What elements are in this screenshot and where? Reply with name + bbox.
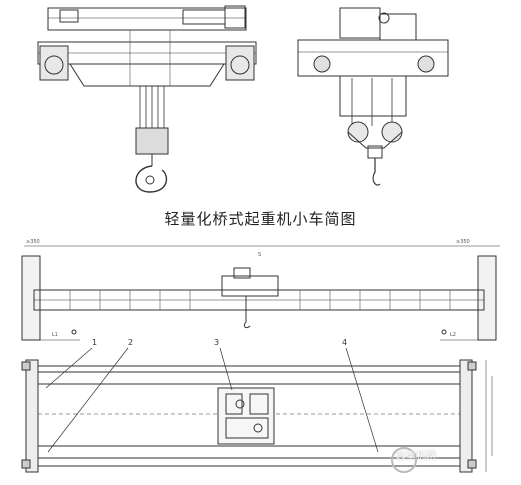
left-column <box>21 255 41 341</box>
hook-block <box>135 127 169 155</box>
dim-right-bottom: L2 <box>450 332 456 338</box>
end-carriage-left <box>25 359 39 473</box>
trolley-body <box>69 63 225 87</box>
crane-plan-view <box>21 359 493 473</box>
elevation-trolley <box>221 275 279 297</box>
trolley-motor <box>182 9 226 25</box>
trolley-top-frame <box>47 7 247 31</box>
end-carriage-right <box>459 359 473 473</box>
callouts: 1 2 3 4 <box>45 338 379 453</box>
dim-span: S <box>258 252 261 258</box>
end-sheave-left <box>347 121 369 143</box>
plan-trolley <box>217 387 275 445</box>
dim-left-bottom: L1 <box>52 332 58 338</box>
watermark-text: 起重机网 <box>396 451 436 462</box>
figure-caption: 轻量化桥式起重机小车简图 <box>164 210 357 228</box>
callout-3: 3 <box>214 338 219 347</box>
trolley-end-view <box>297 7 449 186</box>
end-view-ropes <box>351 78 393 126</box>
callout-1: 1 <box>92 338 97 347</box>
end-right-wheel <box>417 55 435 73</box>
dim-left-top: ≥350 <box>26 239 40 245</box>
callout-4: 4 <box>342 338 347 347</box>
plan-girder-upper <box>33 371 465 385</box>
end-left-wheel <box>313 55 331 73</box>
dim-right-top: ≥350 <box>456 239 470 245</box>
callout-2: 2 <box>128 338 133 347</box>
girder-stiffeners <box>69 290 451 310</box>
end-sheave-right <box>381 121 403 143</box>
hook <box>135 165 168 193</box>
end-view-cabinet <box>339 7 381 39</box>
end-hook <box>372 158 381 186</box>
right-column <box>477 255 497 341</box>
left-wheel-housing <box>39 45 69 81</box>
watermark-logo <box>391 447 417 473</box>
crane-elevation: ≥350 ≥350 S L1 L2 <box>21 239 500 341</box>
trolley-side-view <box>37 5 257 193</box>
right-wheel-housing <box>225 45 255 81</box>
